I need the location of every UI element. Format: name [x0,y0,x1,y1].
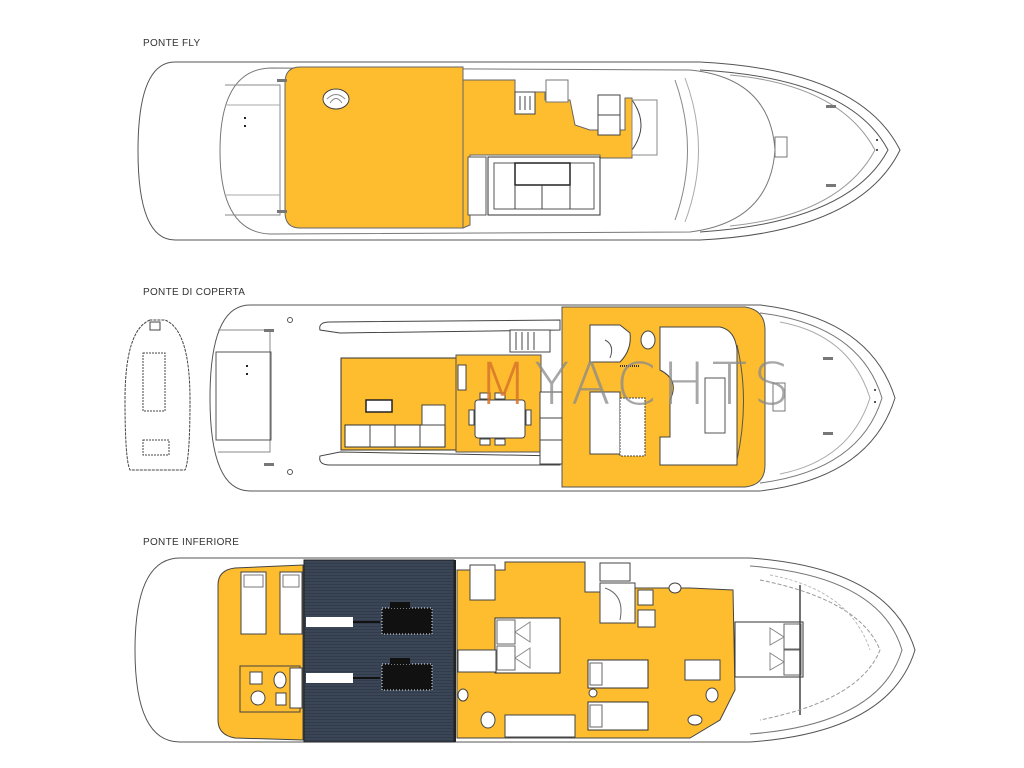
main-deck [124,304,896,492]
deck-label-main: PONTE DI COPERTA [143,287,246,298]
deck-label-lower: PONTE INFERIORE [143,537,240,548]
deck-label-fly: PONTE FLY [143,38,201,49]
lower-deck [134,557,916,743]
fly-deck [137,61,901,241]
engine-icon [381,658,433,691]
engine-icon [381,602,433,635]
